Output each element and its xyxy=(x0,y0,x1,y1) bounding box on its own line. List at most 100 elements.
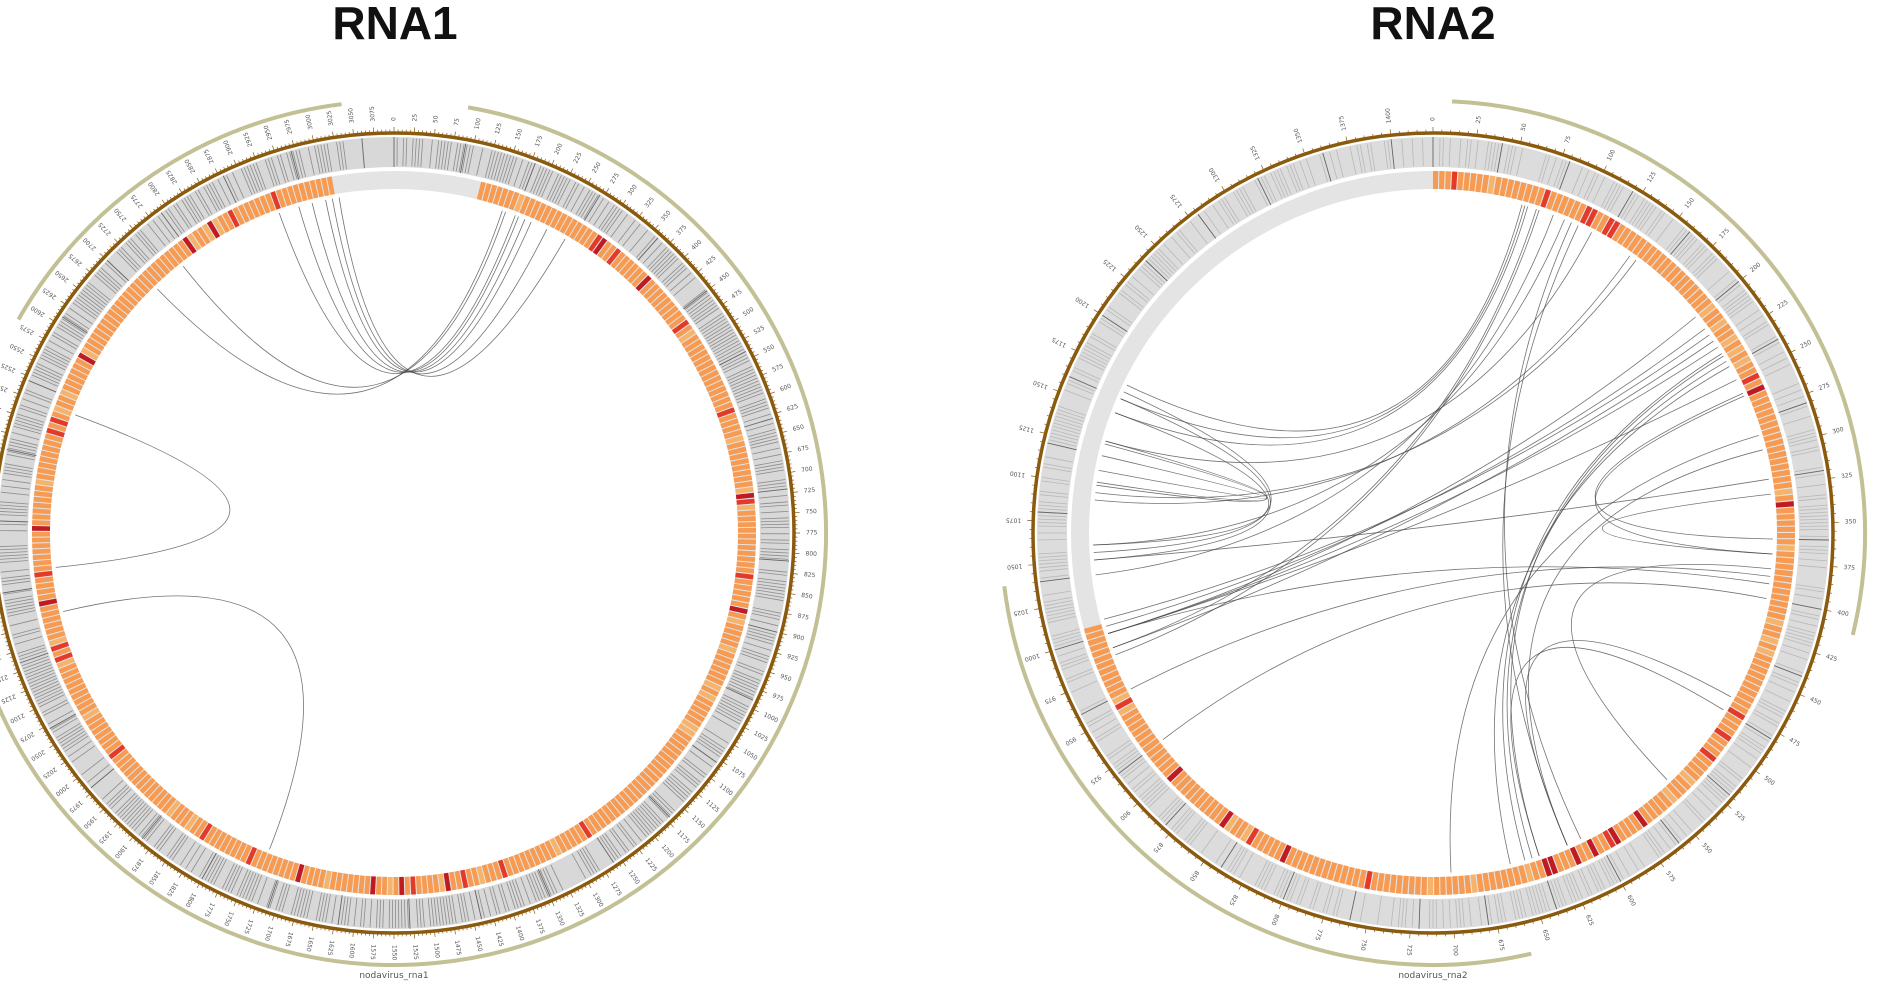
tick-label: 2625 xyxy=(41,286,58,301)
tick-label: 625 xyxy=(786,403,799,413)
tick-label: 925 xyxy=(1089,773,1103,786)
link-arc xyxy=(1108,379,1737,634)
tick-label: 1375 xyxy=(534,918,546,935)
tick-label: 2800 xyxy=(147,180,162,197)
link-arc xyxy=(1504,222,1582,840)
tick-label: 1350 xyxy=(553,910,566,927)
tick-label: 2575 xyxy=(19,322,36,336)
tick-label: 2850 xyxy=(183,158,197,175)
tick-label: 25 xyxy=(1475,115,1483,124)
link-arc xyxy=(298,206,519,373)
tick-label: 75 xyxy=(453,117,461,126)
tick-label: 875 xyxy=(1151,841,1164,854)
tick-label: 550 xyxy=(762,343,776,354)
tick-label: 2500 xyxy=(0,381,9,393)
tick-label: 1025 xyxy=(1013,607,1029,617)
tick-label: 2925 xyxy=(242,131,254,148)
tick-label: 650 xyxy=(792,423,805,433)
link-arc xyxy=(1130,566,1771,690)
tick-label: 500 xyxy=(1763,775,1777,788)
tick-label: 2100 xyxy=(9,711,26,724)
tick-label: 425 xyxy=(1825,653,1838,663)
tick-label: 1800 xyxy=(183,892,197,909)
tick-label: 325 xyxy=(643,196,656,209)
tick-label: 575 xyxy=(771,363,784,374)
tick-label: 1075 xyxy=(730,765,747,780)
link-arc xyxy=(1528,449,1763,846)
tick-label: 425 xyxy=(704,254,717,267)
tick-label: 2825 xyxy=(165,168,179,185)
tick-label: 100 xyxy=(1606,148,1617,162)
tick-label: 2075 xyxy=(19,730,36,744)
tick-label: 150 xyxy=(514,128,524,141)
tick-label: 2950 xyxy=(263,124,274,141)
gray-block-track xyxy=(1037,137,1829,929)
link-arc xyxy=(157,210,503,395)
tick-label: 1375 xyxy=(1338,115,1348,132)
tick-label: 600 xyxy=(779,383,792,394)
outer-annotation-arc xyxy=(1451,99,1868,636)
link-arc xyxy=(1594,395,1773,555)
tick-label: 3000 xyxy=(305,114,315,131)
tick-label: 2900 xyxy=(222,139,235,156)
tick-label: 100 xyxy=(474,117,483,130)
tick-label: 1525 xyxy=(411,944,419,960)
tick-label: 1775 xyxy=(203,901,216,918)
link-arc xyxy=(1493,366,1730,865)
sequence-name-label: nodavirus_rna2 xyxy=(1398,971,1467,981)
tick-label: 1275 xyxy=(609,881,623,898)
tick-label: 625 xyxy=(1584,914,1595,927)
link-arc xyxy=(1502,225,1579,846)
tick-label: 1975 xyxy=(67,799,83,814)
outer-annotation-arc xyxy=(1002,585,1532,967)
link-arc xyxy=(182,211,506,388)
panel-title-rna2: RNA2 xyxy=(1370,0,1496,49)
tick-label: 1350 xyxy=(1293,127,1305,144)
tick-label: 875 xyxy=(797,613,810,622)
tick-label: 2000 xyxy=(54,782,71,797)
tick-label: 1275 xyxy=(1169,193,1184,210)
link-arc xyxy=(338,197,566,377)
link-arc xyxy=(1093,391,1272,553)
link-arc xyxy=(1094,478,1769,561)
link-arc xyxy=(1093,412,1270,546)
sequence-name-label: nodavirus_rna1 xyxy=(359,971,428,981)
tick-label: 475 xyxy=(1788,736,1802,748)
tick-label: 2650 xyxy=(54,269,71,284)
tick-label: 1875 xyxy=(130,857,145,874)
tick-label: 1425 xyxy=(494,931,505,948)
link-arc xyxy=(1095,259,1637,499)
tick-label: 550 xyxy=(1700,842,1713,855)
panel-title-rna1: RNA1 xyxy=(332,0,458,49)
link-arc xyxy=(1093,219,1565,546)
link-arc xyxy=(278,212,516,374)
tick-label: 700 xyxy=(1451,944,1459,956)
link-arc xyxy=(1114,206,1529,446)
tick-label: 900 xyxy=(1118,809,1131,822)
tick-label: 1075 xyxy=(1006,516,1022,523)
tick-label: 2475 xyxy=(0,402,2,413)
tick-label: 2875 xyxy=(203,148,216,165)
tick-label: 300 xyxy=(1832,426,1845,436)
tick-label: 2525 xyxy=(0,361,17,374)
tick-label: 2550 xyxy=(9,342,26,355)
tick-label: 50 xyxy=(1520,123,1529,132)
link-arc xyxy=(63,595,304,850)
tick-label: 225 xyxy=(572,151,583,165)
outer-annotation-arc xyxy=(0,105,828,967)
tick-label: 1200 xyxy=(1074,295,1091,309)
tick-label: 2025 xyxy=(41,765,58,780)
link-arc xyxy=(331,198,548,375)
tick-label: 700 xyxy=(801,465,814,474)
tick-label: 175 xyxy=(534,135,545,148)
tick-label: 575 xyxy=(1664,870,1676,884)
tick-label: 1600 xyxy=(347,943,356,959)
link-arc xyxy=(1126,204,1523,432)
link-arc xyxy=(1105,328,1706,627)
tick-label: 500 xyxy=(742,306,756,318)
backbone-ring xyxy=(0,131,796,935)
tick-label: 3050 xyxy=(347,107,356,123)
